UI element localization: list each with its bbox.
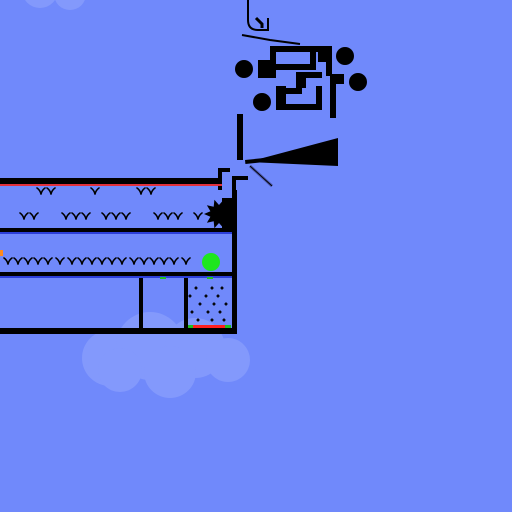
main-structure [0,178,237,334]
maze-block-icon [235,46,367,118]
bird-flock [3,187,203,265]
cloud-puff [55,0,85,10]
diagonal-plank-edge [249,165,273,187]
lower-shelf-stripe [0,276,232,278]
bird-icon [149,257,159,265]
goal-dot [206,310,210,314]
orange-marker [0,250,3,256]
goal-dot [222,318,226,322]
vertical-post [237,114,243,160]
lower-shelf [0,272,237,277]
bird-icon [111,212,121,220]
goal-floor-green-left [188,325,193,328]
goal-dot [194,286,198,290]
bird-icon [101,212,111,220]
bird-icon [87,257,97,265]
bird-icon [77,257,87,265]
bird-icon [139,257,149,265]
bird-icon [36,187,46,195]
bird-icon [90,187,100,195]
spiked-saw-icon [204,198,234,229]
cloud-puff [98,348,142,392]
bird-icon [159,257,169,265]
bird-icon [129,257,139,265]
upper-ledge [0,178,222,184]
bird-icon [19,212,29,220]
goal-dot [220,286,224,290]
middle-shelf [0,228,232,232]
bird-icon [181,257,191,265]
goal-dot [224,302,228,306]
cloud-bottom [82,312,250,398]
upper-ledge-stripe [0,184,222,186]
bird-icon [3,257,13,265]
bird-icon [13,257,23,265]
goal-bin-icon [188,286,228,322]
bird-icon [71,212,81,220]
green-ball-icon[interactable] [202,253,220,271]
hook-chute [241,0,301,45]
bird-icon [193,212,203,220]
bird-icon [136,187,146,195]
bird-icon [169,257,179,265]
bird-icon [67,257,77,265]
goal-dot [218,310,222,314]
goal-floor-red [192,325,226,328]
inner-post-left [139,277,143,329]
bird-icon [33,257,43,265]
bird-icon [81,212,91,220]
floor [0,328,237,334]
bird-icon [121,212,131,220]
right-wall [232,190,237,334]
goal-dot [198,302,202,306]
bird-icon [29,212,39,220]
wedge-ramp-icon [245,138,338,166]
goal-dot [190,310,194,314]
bird-icon [55,257,65,265]
bird-icon [43,257,53,265]
bird-icon [163,212,173,220]
cloud-puff [25,0,55,8]
bird-icon [61,212,71,220]
bird-icon [153,212,163,220]
goal-dot [204,294,208,298]
cloud-puff [144,346,196,398]
goal-floor-green-right [225,325,231,328]
goal-dot [210,318,214,322]
bird-icon [46,187,56,195]
goal-top-marker [207,277,213,279]
goal-dot [196,318,200,322]
background-clouds [25,0,250,398]
bird-icon [173,212,183,220]
goal-dot [212,302,216,306]
goal-top-marker-left [160,277,166,279]
goal-dot [216,294,220,298]
middle-shelf-stripe [0,232,232,234]
cloud-top [25,0,85,10]
inner-post-right [184,277,188,329]
cloud-puff [206,338,250,382]
bird-icon [23,257,33,265]
bird-icon [146,187,156,195]
goal-dot [210,286,214,290]
bird-icon [97,257,107,265]
bird-icon [107,257,117,265]
goal-dot [188,294,192,298]
bird-icon [117,257,127,265]
